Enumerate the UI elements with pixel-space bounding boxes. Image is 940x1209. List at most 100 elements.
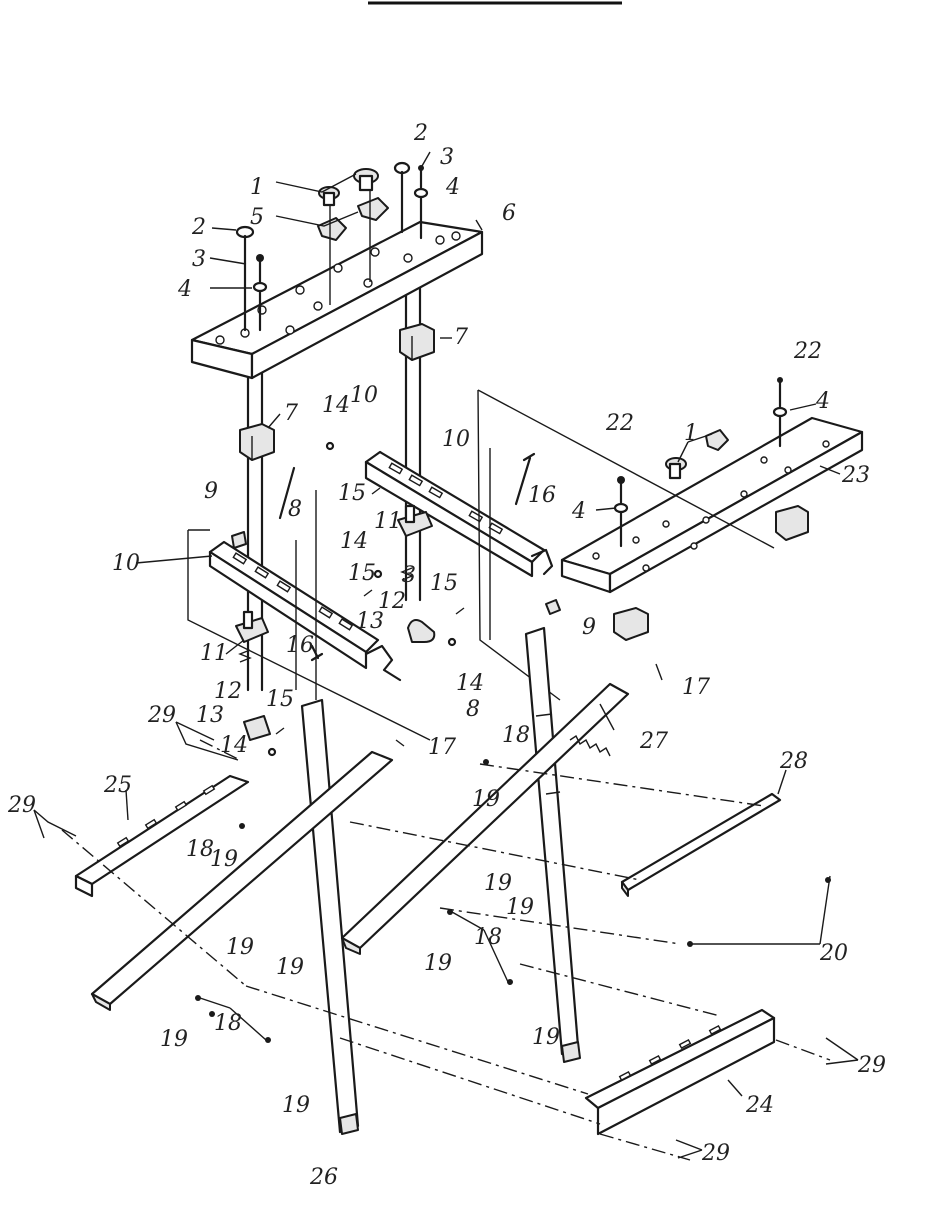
spring — [400, 567, 414, 581]
upright-post-right — [404, 263, 422, 602]
callout-14: 14 — [220, 733, 248, 758]
callout-14: 14 — [456, 671, 484, 696]
pin — [514, 452, 536, 506]
callout-19: 19 — [424, 951, 452, 976]
callout-4: 4 — [177, 277, 192, 302]
jaw-foot — [407, 619, 436, 643]
callout-22: 22 — [793, 339, 822, 364]
callout-16: 16 — [286, 633, 314, 658]
callout-19: 19 — [282, 1093, 310, 1118]
rail-front — [208, 540, 402, 682]
bolt — [393, 161, 411, 234]
callout-19: 19 — [226, 935, 254, 960]
callout-19: 19 — [532, 1025, 560, 1050]
callout-28: 28 — [779, 749, 808, 774]
callout-18: 18 — [214, 1011, 242, 1036]
clamp-jaw — [235, 610, 269, 643]
rail-slots — [232, 552, 354, 631]
callout-25: 25 — [103, 773, 132, 798]
rear-top-plate — [560, 377, 864, 641]
callout-2: 2 — [191, 215, 206, 240]
spacer-block — [239, 423, 275, 461]
callout-18: 18 — [186, 837, 214, 862]
callout-2: 2 — [413, 121, 428, 146]
callout-29: 29 — [701, 1141, 730, 1166]
leg-brace-left — [90, 750, 394, 1011]
spring — [238, 649, 252, 663]
callout-17: 17 — [682, 675, 710, 700]
callout-8: 8 — [466, 697, 480, 722]
callout-26: 26 — [309, 1165, 338, 1190]
leg-brace-right — [340, 682, 630, 955]
callout-11: 11 — [374, 509, 402, 534]
callout-19: 19 — [472, 787, 500, 812]
jaw-foot — [243, 715, 271, 741]
pin — [278, 466, 296, 520]
callout-29: 29 — [857, 1053, 886, 1078]
callout-19: 19 — [160, 1027, 188, 1052]
leg-front-right — [524, 626, 581, 1063]
callout-16: 16 — [528, 483, 556, 508]
callout-23: 23 — [841, 463, 870, 488]
clamp-knob — [665, 457, 687, 480]
clamp-pad — [705, 429, 729, 451]
callout-1: 1 — [684, 421, 698, 446]
callout-29: 29 — [7, 793, 36, 818]
callout-13: 13 — [196, 703, 224, 728]
spacer-block — [399, 323, 435, 361]
pin — [310, 644, 324, 662]
callout-19: 19 — [506, 895, 534, 920]
callout-7: 7 — [284, 401, 298, 426]
callout-labels: 1 2 3 4 5 6 2 3 4 7 7 14 10 10 15 16 9 8… — [7, 121, 886, 1190]
callout-5: 5 — [250, 205, 264, 230]
callout-24: 24 — [745, 1093, 774, 1118]
square-nut — [545, 599, 561, 615]
clamp-knob — [318, 186, 340, 207]
clamp-pad — [317, 197, 389, 241]
callout-17: 17 — [428, 735, 456, 760]
clamp-knob — [353, 168, 379, 192]
upright-post-left — [246, 368, 264, 692]
callout-6: 6 — [502, 201, 516, 226]
callout-3: 3 — [192, 247, 206, 272]
callout-27: 27 — [639, 729, 668, 754]
callout-15: 15 — [266, 687, 294, 712]
callout-9: 9 — [582, 615, 596, 640]
callout-19: 19 — [276, 955, 304, 980]
callout-4: 4 — [571, 499, 586, 524]
spacer-block — [775, 505, 809, 541]
bolt — [235, 225, 255, 332]
callout-10: 10 — [112, 551, 140, 576]
callout-15: 15 — [348, 561, 376, 586]
top-plate — [190, 161, 484, 380]
callout-11: 11 — [200, 641, 228, 666]
callout-14: 14 — [322, 393, 350, 418]
callout-9: 9 — [204, 479, 218, 504]
callout-10: 10 — [442, 427, 470, 452]
callout-12: 12 — [378, 589, 406, 614]
callout-7: 7 — [454, 325, 468, 350]
callout-4: 4 — [815, 389, 830, 414]
callout-18: 18 — [474, 925, 502, 950]
construction-lines — [187, 389, 775, 741]
cross-rail-left — [74, 774, 250, 898]
cross-rail-right — [584, 1008, 776, 1136]
square-nut — [231, 531, 247, 549]
cross-brace — [620, 792, 782, 897]
callout-8: 8 — [288, 497, 302, 522]
spacer-block — [613, 607, 649, 641]
clamp-jaw — [397, 504, 433, 537]
callout-15: 15 — [338, 481, 366, 506]
callout-22: 22 — [605, 411, 634, 436]
callout-3: 3 — [440, 145, 454, 170]
callout-19: 19 — [210, 847, 238, 872]
callout-13: 13 — [356, 609, 384, 634]
leader-lines — [33, 151, 859, 1159]
callout-20: 20 — [819, 941, 848, 966]
callout-15: 15 — [430, 571, 458, 596]
callout-29: 29 — [147, 703, 176, 728]
assembly-lines — [61, 739, 831, 1161]
callout-18: 18 — [502, 723, 530, 748]
